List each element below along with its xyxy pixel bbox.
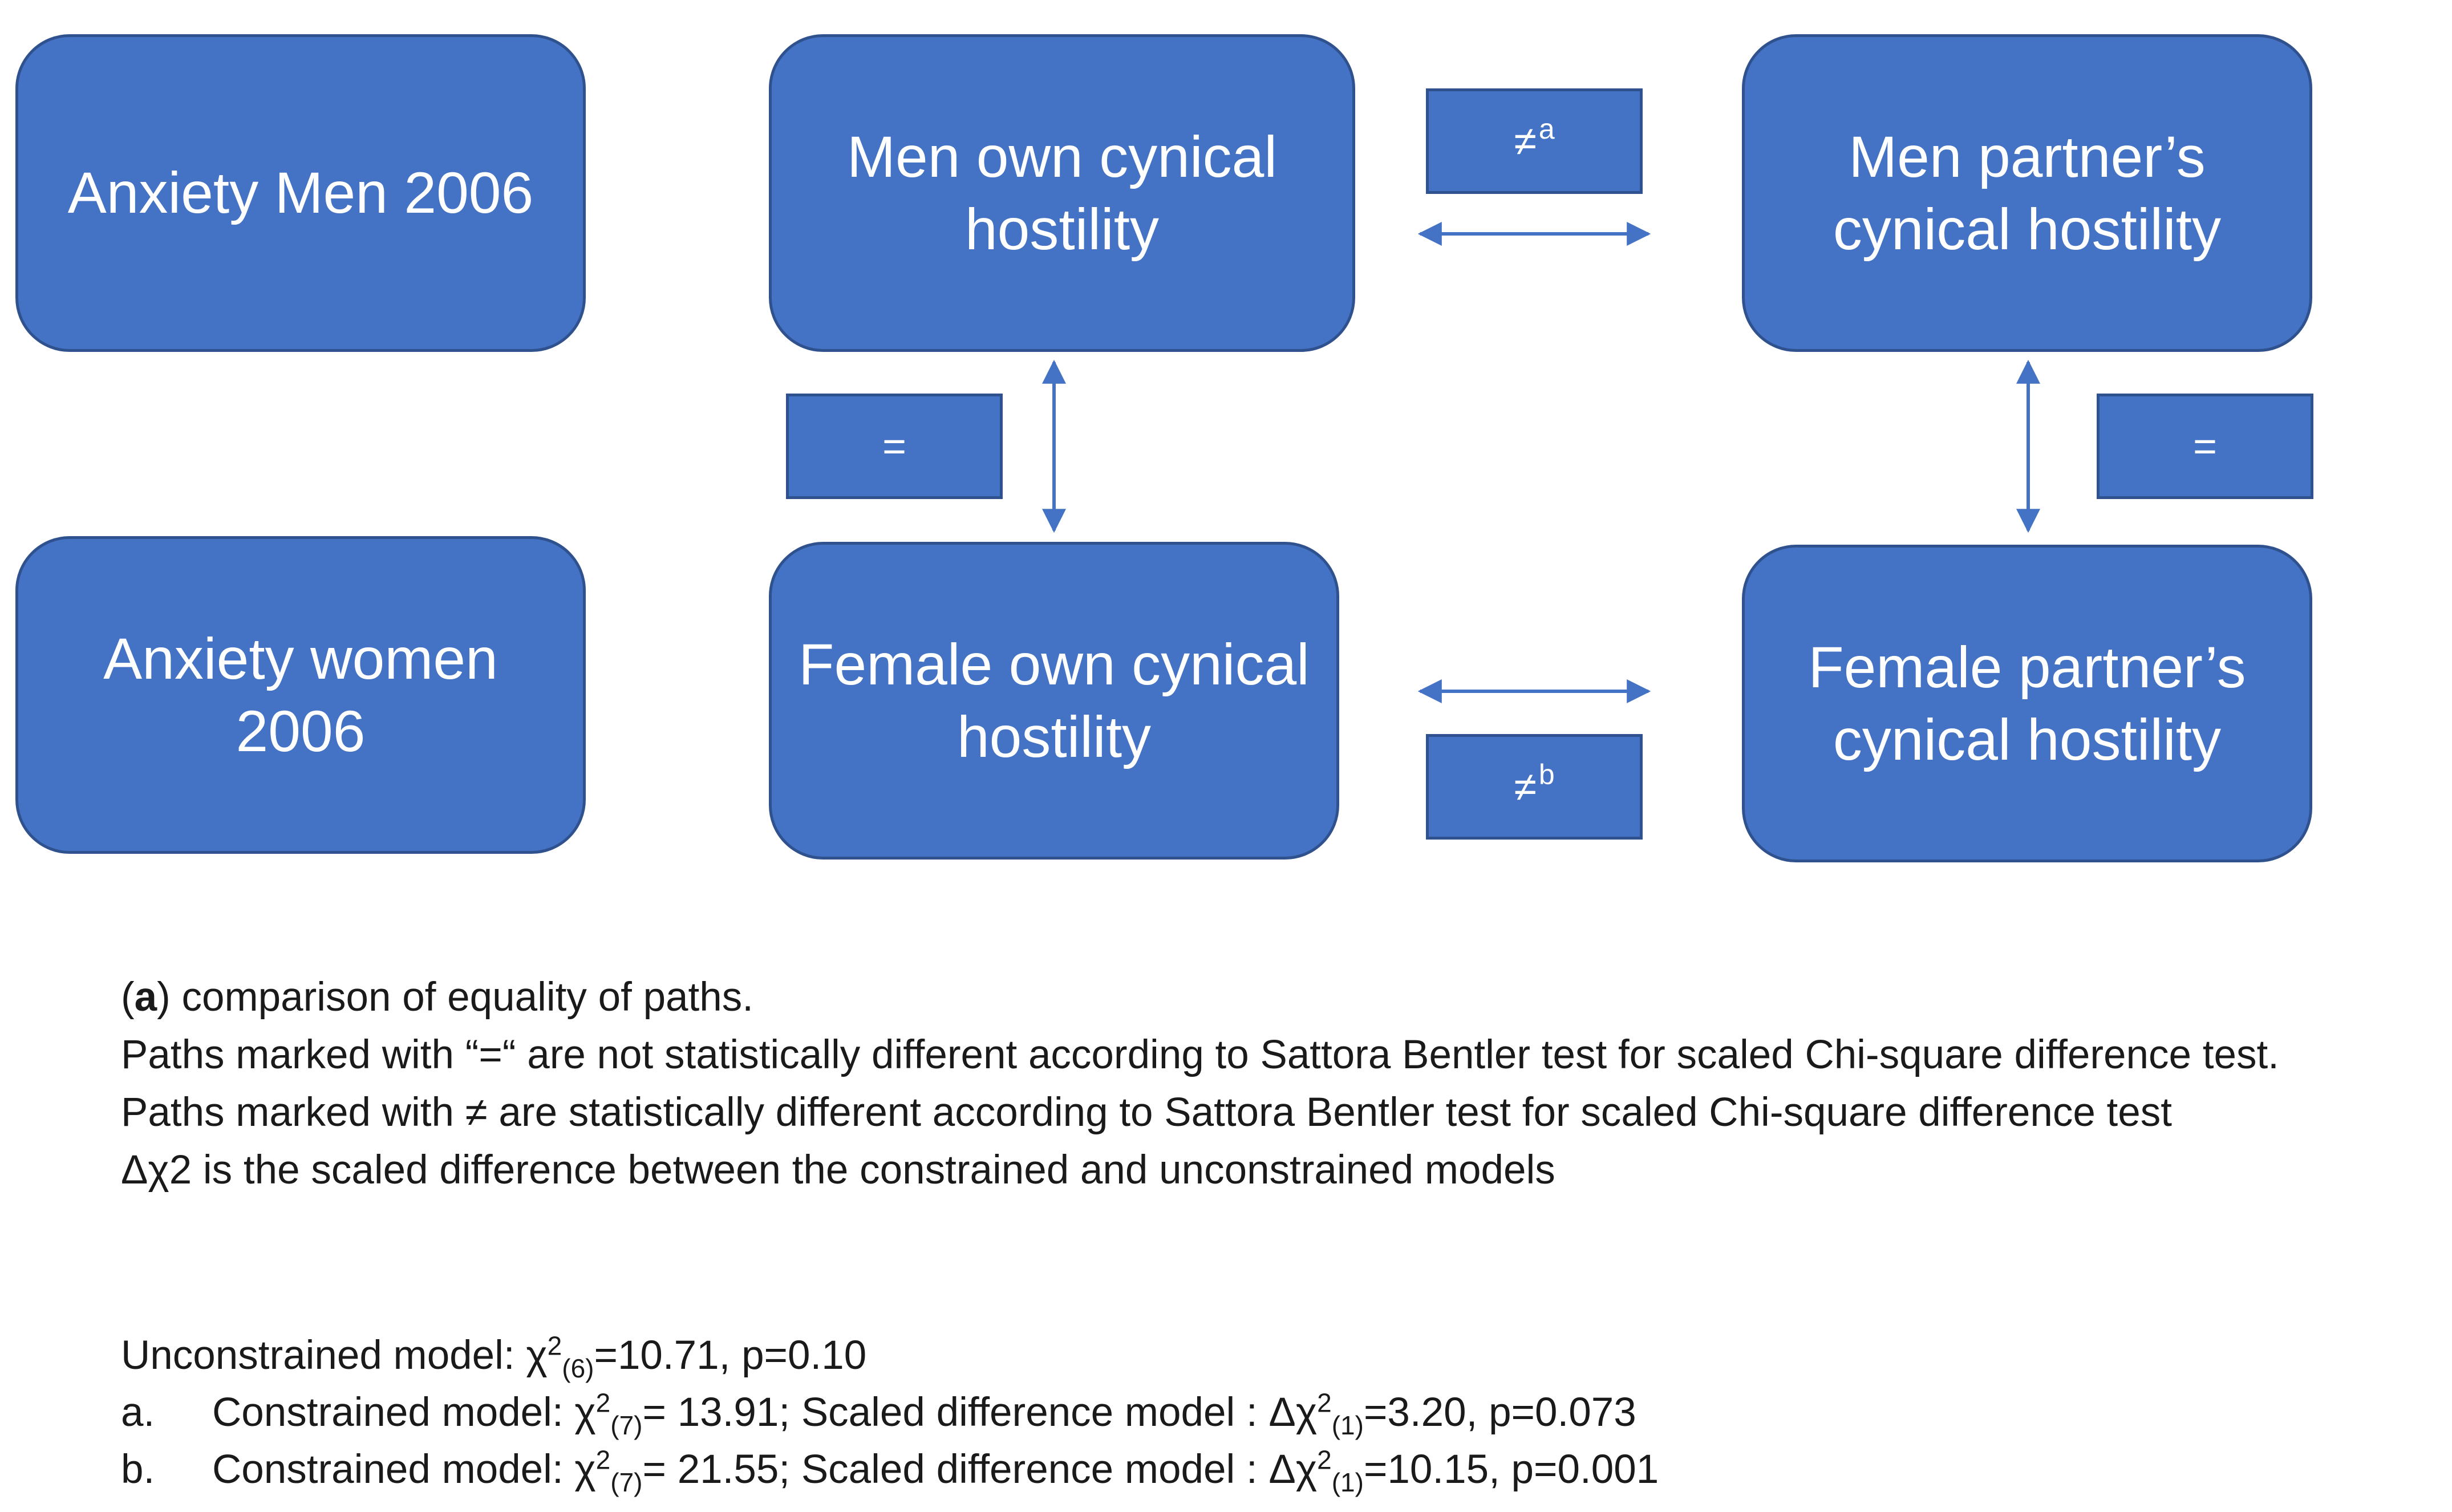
fit-text: Unconstrained model: χ — [121, 1333, 548, 1378]
list-index: a. — [121, 1390, 155, 1435]
path-label-top: ≠a — [1426, 88, 1643, 194]
fit-sub: (1) — [1331, 1410, 1364, 1441]
fit-sub: (6) — [562, 1353, 594, 1384]
fit-text: =10.15, p=0.001 — [1363, 1447, 1659, 1492]
fit-sub: (7) — [610, 1468, 643, 1498]
not-equal-symbol: ≠ — [1514, 764, 1537, 810]
fit-constrained-a: a.Constrained model: χ2(7)= 13.91; Scale… — [121, 1384, 1659, 1441]
not-equal-symbol: ≠ — [1514, 118, 1537, 164]
superscript-a: a — [1538, 112, 1555, 145]
node-anxiety-men-2006: Anxiety Men 2006 — [15, 34, 586, 352]
notes-line-2: Paths marked with “=“ are not statistica… — [121, 1032, 2279, 1077]
path-label-right: = — [2097, 394, 2313, 499]
superscript-b: b — [1538, 758, 1555, 791]
fit-sub: (1) — [1331, 1468, 1364, 1498]
notes-line-3: Paths marked with ≠ are statistically di… — [121, 1090, 2172, 1135]
fit-constrained-b: b.Constrained model: χ2(7)= 21.55; Scale… — [121, 1441, 1659, 1498]
fit-text: = 13.91; Scaled difference model : Δχ — [642, 1390, 1318, 1435]
notes-line-1-text: ) comparison of equality of paths. — [157, 975, 753, 1020]
node-female-partner-cynical-hostility: Female partner’s cynical hostility — [1742, 545, 2312, 862]
path-label-left: = — [786, 394, 1003, 499]
fit-sup: 2 — [595, 1388, 611, 1418]
node-anxiety-women-2006: Anxiety women 2006 — [15, 536, 586, 854]
equal-symbol: = — [2192, 423, 2218, 469]
node-female-own-cynical-hostility: Female own cynical hostility — [769, 542, 1339, 860]
fit-sub: (7) — [610, 1410, 643, 1441]
fit-text: Constrained model: χ — [212, 1447, 596, 1492]
list-index: b. — [121, 1447, 155, 1492]
equal-symbol: = — [882, 423, 907, 469]
fit-text: =10.71, p=0.10 — [594, 1333, 867, 1378]
fit-text: = 21.55; Scaled difference model : Δχ — [642, 1447, 1318, 1492]
notes-line-1: (a) comparison of equality of paths. — [121, 975, 753, 1020]
notes-line-4: Δχ2 is the scaled difference between the… — [121, 1148, 1555, 1193]
path-label-bottom: ≠b — [1426, 734, 1643, 840]
node-men-own-cynical-hostility: Men own cynical hostility — [769, 34, 1355, 352]
panel-label: a — [134, 975, 157, 1020]
fit-sup: 2 — [547, 1331, 562, 1361]
fit-text: =3.20, p=0.073 — [1363, 1390, 1636, 1435]
fit-text: Constrained model: χ — [212, 1390, 596, 1435]
figure-notes: (a) comparison of equality of paths. Pat… — [121, 968, 2279, 1199]
fit-sup: 2 — [1317, 1445, 1332, 1475]
fit-sup: 2 — [1317, 1388, 1332, 1418]
fit-sup: 2 — [595, 1445, 611, 1475]
fit-unconstrained: Unconstrained model: χ2(6)=10.71, p=0.10 — [121, 1327, 1659, 1384]
fit-statistics: Unconstrained model: χ2(6)=10.71, p=0.10… — [121, 1327, 1659, 1498]
node-men-partner-cynical-hostility: Men partner’s cynical hostility — [1742, 34, 2312, 352]
